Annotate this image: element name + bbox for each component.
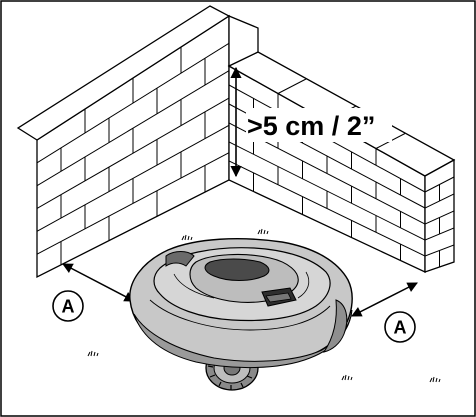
left-brick-wall [36,14,230,279]
mower-display-panel [204,258,270,281]
grass-tuft [87,350,99,357]
grass-tuft [257,228,269,235]
marker-a-right-label: A [394,318,407,338]
mower-handle [165,251,195,267]
brick-joint [277,78,308,94]
marker-a-right: A [384,311,416,343]
grass-tufts [87,228,441,383]
mower-seam [173,273,215,299]
mower-skirt [133,309,353,369]
wall-corner-step [228,15,259,68]
wall-top-cap [16,5,231,141]
height-dimension-label: >5 cm / 2” [247,111,375,141]
robotic-mower [129,238,353,391]
grass-tuft [429,376,441,383]
height-dimension: >5 cm / 2” [230,66,392,178]
right-wall-end-face [424,158,455,273]
grass-tuft [181,234,193,241]
clearance-arrows [62,263,418,317]
mower-front-bumper [322,299,348,353]
mower-control-button [265,292,292,303]
grass-tuft [341,374,353,381]
right-clearance-arrow [351,282,418,317]
mower-seam [149,299,331,331]
marker-a-left: A [52,290,84,322]
left-clearance-arrow [62,263,135,302]
dimension-label-background [246,108,392,142]
mower-seam [297,271,310,299]
marker-a-left-label: A [62,297,75,317]
